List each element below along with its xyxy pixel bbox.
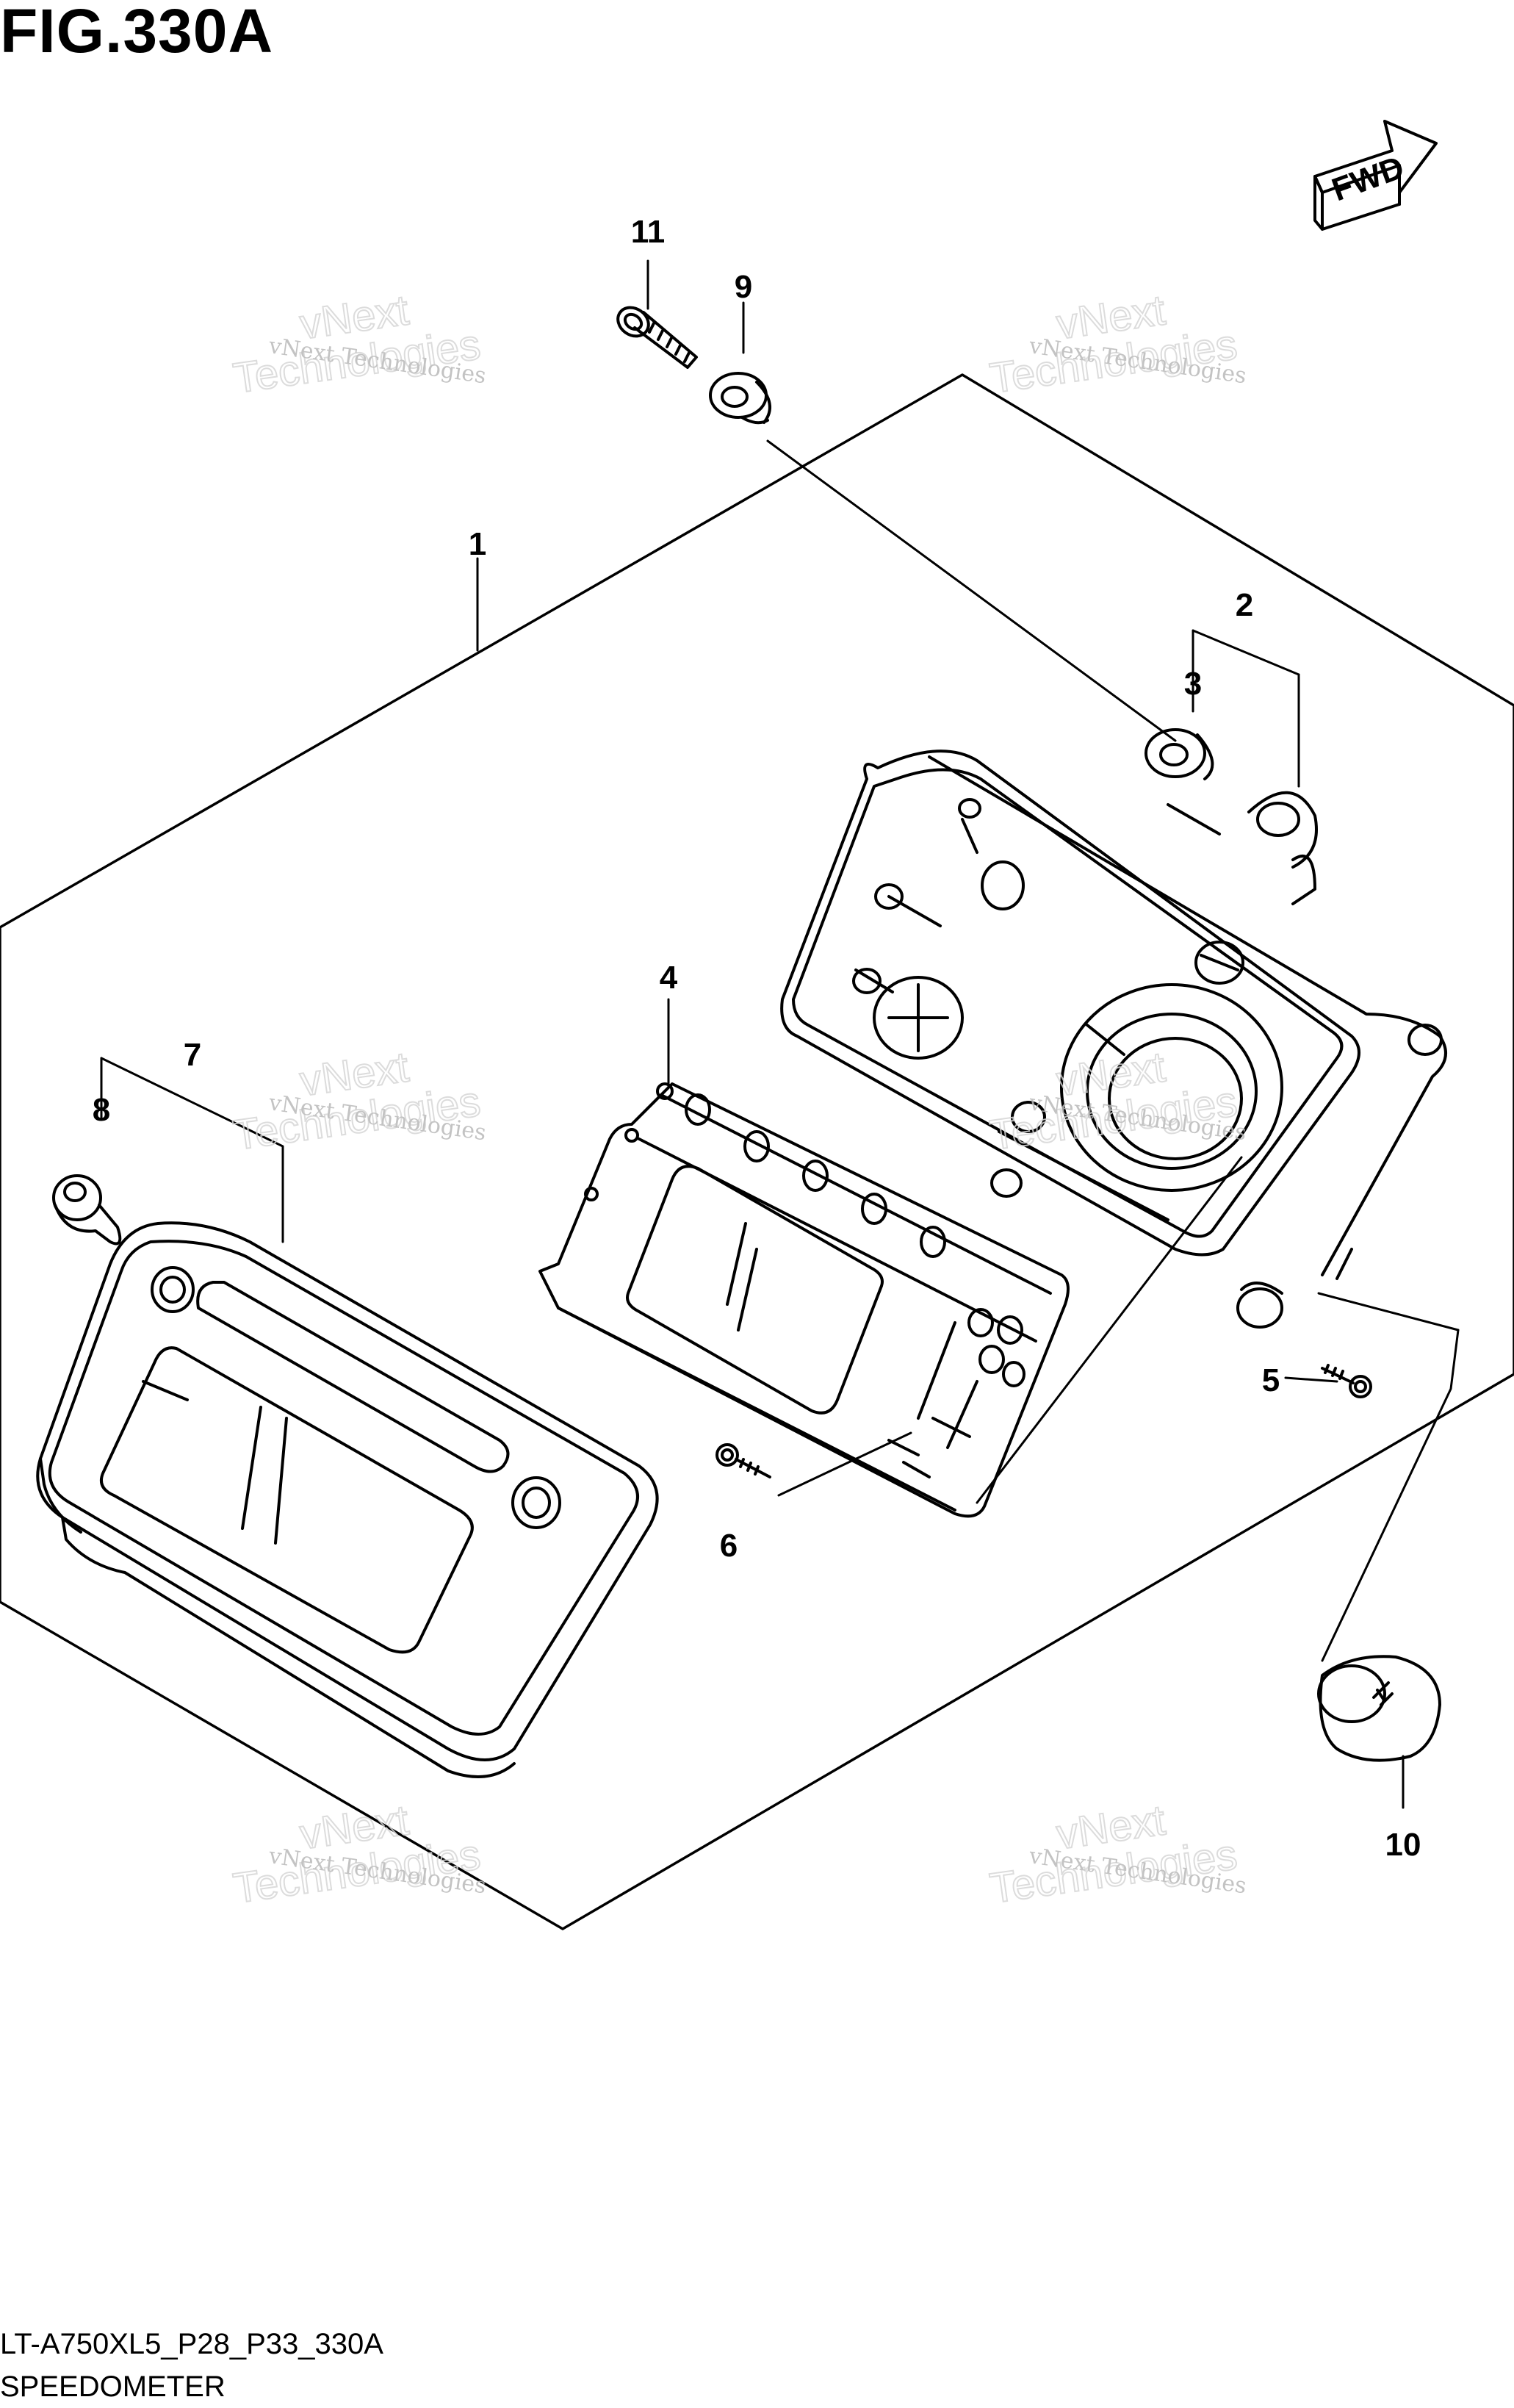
part-3-cushion: [1144, 728, 1214, 780]
part-10-bulb-holder: [1317, 1655, 1441, 1762]
part-8-bulb: [52, 1174, 122, 1246]
part-7-meter-cover: [36, 1221, 659, 1778]
callout-9: 9: [735, 269, 752, 305]
callout-10: 10: [1385, 1827, 1421, 1863]
callout-4: 4: [660, 960, 678, 996]
leader-lines: [100, 259, 1460, 1809]
callout-2: 2: [1236, 587, 1253, 623]
part-5-screw: [1321, 1364, 1372, 1398]
part-2-meter-case: [780, 750, 1447, 1329]
callout-8: 8: [93, 1092, 110, 1128]
part-9-grommet: [709, 372, 771, 425]
part-11-bolt: [616, 306, 698, 369]
callout-3: 3: [1184, 666, 1202, 702]
part-6-screw: [715, 1443, 771, 1478]
fwd-arrow-icon: [1313, 120, 1438, 231]
section-name: SPEEDOMETER: [0, 2371, 226, 2403]
callout-numbers: 1 2 3 4 5 6 7 8 9 10 11: [93, 214, 1421, 1863]
part-4-speedometer-assy: [538, 1082, 1070, 1518]
model-code: LT-A750XL5_P28_P33_330A: [0, 2328, 383, 2360]
callout-7: 7: [184, 1037, 201, 1073]
callout-6: 6: [720, 1528, 738, 1564]
figure-title: FIG.330A: [0, 0, 274, 65]
callout-11: 11: [631, 214, 666, 250]
assembly-boundary: [0, 373, 1514, 1930]
watermarks: vNext Technologies vNext Technologies vN…: [230, 285, 1248, 1913]
callout-1: 1: [469, 526, 486, 562]
callout-5: 5: [1262, 1362, 1280, 1398]
